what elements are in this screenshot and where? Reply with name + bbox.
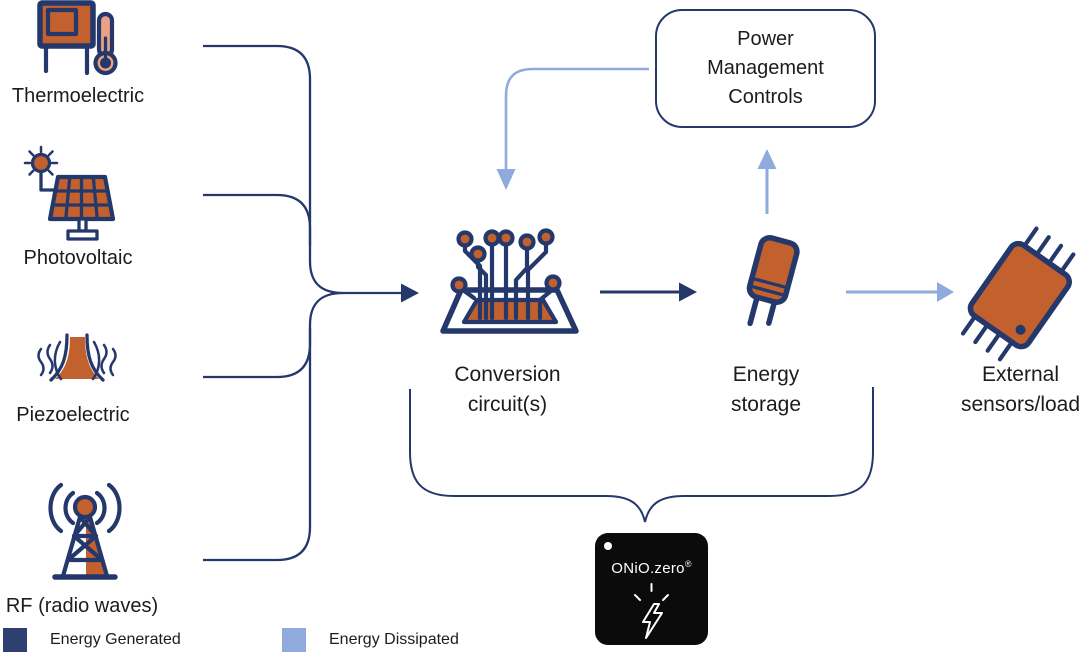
source-label-rf: RF (radio waves) xyxy=(5,595,159,617)
legend-label: Energy Generated xyxy=(50,631,181,648)
legend: Energy Generated Energy Dissipated xyxy=(0,628,1090,657)
stage-label-conversion: Conversion circuit(s) xyxy=(425,360,590,420)
power-management-controls-box: Power Management Controls xyxy=(655,9,876,128)
tower-lattice-icon xyxy=(60,514,110,579)
legend-label: Energy Dissipated xyxy=(329,631,459,648)
external-chip-icon xyxy=(960,226,1076,362)
source-label-piezoelectric: Piezoelectric xyxy=(16,404,130,426)
thermoelectric-icon xyxy=(37,0,118,76)
chip-brand-text: ONiO.zero xyxy=(611,560,685,577)
arrowhead-icon xyxy=(937,282,954,302)
rf-tower-icon xyxy=(48,482,122,580)
pmc-line: Controls xyxy=(728,86,803,108)
chip-brand-label: ONiO.zero® xyxy=(595,559,708,577)
chip-pins-icon xyxy=(960,226,1076,362)
energy-generated-swatch-icon xyxy=(3,628,27,652)
stage-label-line: Conversion xyxy=(454,363,561,386)
legend-item-dissipated: Energy Dissipated xyxy=(282,628,459,652)
pmc-to-conversion-arrow xyxy=(496,67,649,190)
stage-label-external: External sensors/load xyxy=(938,360,1090,420)
merge-arrowhead-icon xyxy=(401,283,419,303)
storage-to-pmc-arrow xyxy=(757,149,777,214)
source-label-photovoltaic: Photovoltaic xyxy=(23,247,133,269)
onio-scope-brace xyxy=(409,387,874,523)
circuit-traces-icon xyxy=(460,241,555,321)
conversion-to-storage-arrow xyxy=(600,282,697,302)
stage-label-storage: Energy storage xyxy=(700,360,832,420)
chip-pin1-dot-icon xyxy=(604,542,612,550)
stage-label-line: circuit(s) xyxy=(467,393,548,416)
arrowhead-icon xyxy=(679,282,697,302)
piezoelectric-icon xyxy=(37,333,117,382)
panel-grid-icon xyxy=(51,175,112,221)
arrowhead-icon xyxy=(757,149,777,169)
pmc-line: Management xyxy=(707,57,824,79)
source-merge-connector xyxy=(203,44,419,562)
conversion-circuit-icon xyxy=(440,228,579,334)
stage-label-line: Energy xyxy=(732,363,800,386)
onio-zero-chip: ONiO.zero® xyxy=(595,533,708,645)
lightning-bolt-icon xyxy=(634,583,669,639)
energy-storage-capacitor-icon xyxy=(746,235,800,327)
source-label-thermoelectric: Thermoelectric xyxy=(11,85,145,107)
pmc-line: Power xyxy=(737,28,794,50)
photovoltaic-icon xyxy=(23,145,116,241)
legend-item-generated: Energy Generated xyxy=(3,628,181,652)
vibration-waves-icon xyxy=(37,340,117,381)
stage-label-line: storage xyxy=(730,393,802,416)
registered-mark: ® xyxy=(684,559,692,569)
stage-label-line: sensors/load xyxy=(960,393,1081,416)
radio-waves-icon xyxy=(48,482,122,534)
stage-label-line: External xyxy=(981,363,1060,386)
energy-dissipated-swatch-icon xyxy=(282,628,306,652)
arrowhead-icon xyxy=(496,169,516,190)
circuit-nodes-icon xyxy=(450,228,562,294)
storage-to-external-arrow xyxy=(846,282,954,302)
